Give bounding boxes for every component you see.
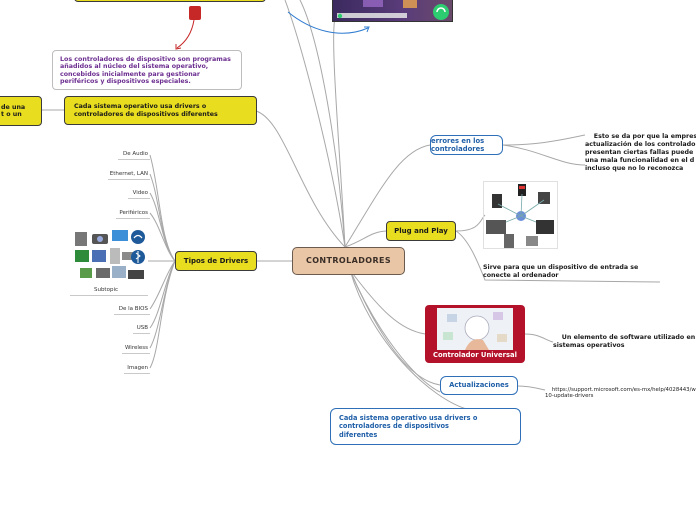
central-topic[interactable]: CONTROLADORES (292, 247, 405, 275)
driver-type-ethernet[interactable]: Ethernet, LAN (109, 171, 148, 177)
driver-type-wireless[interactable]: Wireless (124, 345, 148, 351)
central-topic-label: CONTROLADORES (305, 255, 392, 265)
left-cut-text: de una t o un (1, 103, 26, 118)
updates-node[interactable]: Actualizaciones (440, 376, 518, 395)
plug-and-play-note[interactable]: Sirve para que un dispositivo de entrada… (483, 264, 663, 282)
peripherals-network-image (483, 181, 558, 249)
updates-link[interactable]: https://support.microsoft.com/es-mx/help… (545, 380, 696, 400)
os-drivers-bottom-label: Cada sistema operativo usa drivers o con… (339, 414, 478, 439)
os-drivers-branch-label: Cada sistema operativo usa drivers o con… (74, 103, 218, 118)
driver-types-node[interactable]: Tipos de Drivers (175, 251, 257, 271)
updates-link-text: https://support.microsoft.com/es-mx/help… (545, 386, 696, 400)
driver-type-perifericos[interactable]: Periféricos (119, 210, 148, 216)
red-marker-icon (189, 6, 201, 20)
plug-and-play-node[interactable]: Plug and Play (386, 221, 456, 241)
definition-note[interactable]: Los controladores de dispositivo son pro… (52, 50, 242, 90)
driver-type-imagen[interactable]: Imagen (127, 365, 148, 371)
universal-driver-node[interactable]: Controlador Universal (425, 305, 525, 363)
plug-and-play-label: Plug and Play (394, 226, 448, 235)
universal-driver-note[interactable]: Un elemento de software utilizado en d s… (553, 326, 696, 349)
updates-label: Actualizaciones (449, 381, 509, 390)
errors-node[interactable]: errores en los controladores (430, 135, 503, 155)
driver-type-usb[interactable]: USB (136, 325, 148, 331)
os-drivers-branch[interactable]: Cada sistema operativo usa drivers o con… (64, 96, 257, 125)
driver-types-label: Tipos de Drivers (183, 256, 249, 265)
plug-and-play-note-text: Sirve para que un dispositivo de entrada… (483, 264, 639, 279)
top-branch-box[interactable] (74, 0, 266, 2)
left-cut-box[interactable]: de una t o un (0, 96, 42, 126)
driver-type-video[interactable]: Video (132, 190, 148, 196)
os-drivers-bottom-node[interactable]: Cada sistema operativo usa drivers o con… (330, 408, 521, 445)
universal-driver-label: Controlador Universal (433, 351, 517, 359)
universal-driver-image (437, 308, 513, 350)
universal-driver-note-text: Un elemento de software utilizado en d s… (553, 334, 696, 349)
driver-type-audio[interactable]: De Audio (123, 151, 148, 157)
definition-note-text: Los controladores de dispositivo son pro… (60, 56, 231, 86)
driver-type-bios[interactable]: De la BIOS (118, 306, 148, 312)
image-caption: Subtopic (93, 287, 119, 293)
driver-icons-image (72, 226, 148, 284)
internet-paso-a-paso-image (332, 0, 453, 22)
errors-label: errores en los controladores (431, 136, 485, 154)
